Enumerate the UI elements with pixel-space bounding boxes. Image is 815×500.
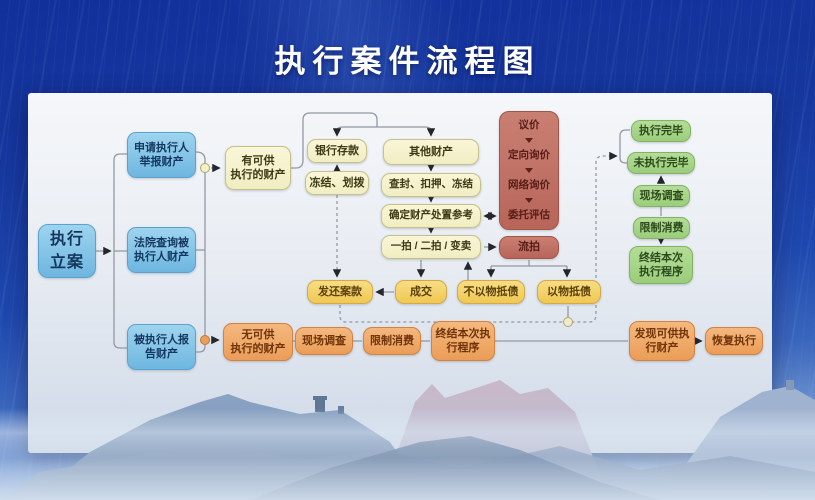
- node-court-inquiry: 法院查询被 执行人财产: [127, 227, 196, 273]
- node-disposal-reference: 确定财产处置参考: [381, 204, 481, 228]
- node-directed-inquiry: 定向询价: [508, 148, 550, 161]
- node-online-inquiry: 网络询价: [508, 178, 550, 191]
- node-entrusted-appraisal: 委托评估: [508, 208, 550, 221]
- junction-dot: [200, 335, 210, 345]
- node-freeze-transfer: 冻结、划拨: [305, 171, 369, 195]
- arrow-down-icon: [525, 197, 533, 203]
- node-auction-sale: 一拍 / 二拍 / 变卖: [381, 235, 481, 259]
- node-execution-complete: 执行完毕: [631, 120, 691, 142]
- node-seal-seize-freeze: 查封、扣押、冻结: [381, 173, 481, 197]
- node-bank-deposit: 银行存款: [307, 139, 367, 163]
- node-terminate-procedure-2: 终结本次执 行程序: [431, 321, 495, 361]
- node-debtor-report: 被执行人报 告财产: [127, 324, 196, 370]
- arrow-down-icon: [525, 167, 533, 173]
- arrow-down-icon: [525, 138, 533, 144]
- node-no-property: 无可供 执行的财产: [223, 323, 293, 361]
- node-execution-filing: 执行 立案: [38, 224, 96, 278]
- node-site-investigation: 现场调查: [633, 185, 690, 207]
- node-debt-offset: 以物抵债: [537, 280, 601, 304]
- node-applicant-report: 申请执行人 举报财产: [127, 132, 196, 178]
- node-negotiated-price: 议价: [518, 119, 540, 131]
- node-resume-execution: 恢复执行: [705, 327, 763, 355]
- node-found-property: 发现可供执 行财产: [629, 321, 695, 361]
- junction-dot: [200, 163, 210, 173]
- node-site-investigation-2: 现场调查: [295, 327, 353, 355]
- junction-dot: [563, 317, 573, 327]
- node-consumption-restriction: 限制消费: [633, 217, 690, 239]
- node-execution-incomplete: 未执行完毕: [627, 152, 695, 174]
- page-title: 执行案件流程图: [274, 44, 541, 79]
- node-no-debt-offset: 不以物抵债: [457, 280, 525, 304]
- node-terminate-procedure: 终结本次 执行程序: [629, 246, 693, 284]
- node-failed-auction: 流拍: [499, 236, 559, 259]
- node-consumption-restriction-2: 限制消费: [363, 327, 421, 355]
- node-return-funds: 发还案款: [307, 280, 373, 304]
- node-has-property: 有可供 执行的财产: [225, 146, 291, 190]
- node-other-property: 其他财产: [383, 139, 479, 165]
- node-appraisal-group: 议价 定向询价 网络询价 委托评估: [499, 111, 559, 230]
- node-deal-done: 成交: [395, 280, 447, 304]
